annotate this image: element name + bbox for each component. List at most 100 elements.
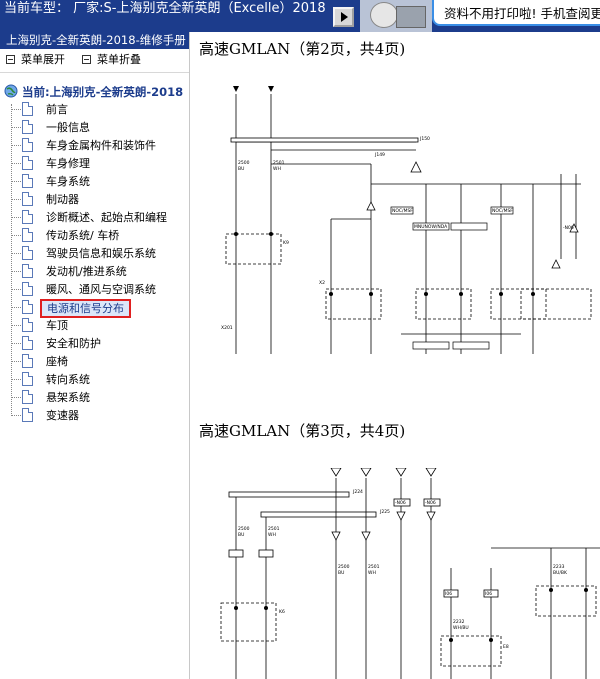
document-icon	[22, 174, 33, 188]
tree-item-label: 制动器	[46, 193, 79, 206]
tree-item-transmission[interactable]: 变速器	[0, 407, 189, 425]
module-label: K6	[279, 609, 285, 615]
tree-item-label: 暖风、通风与空调系统	[46, 283, 156, 296]
connector-label: -N06	[395, 500, 406, 506]
wire-label: 2500	[238, 160, 250, 166]
tree-item-body-metal-trim[interactable]: 车身金属构件和装饰件	[0, 137, 189, 155]
document-icon	[22, 408, 33, 422]
connector-label: I06	[485, 591, 492, 597]
wire-color-label: BU	[338, 570, 344, 576]
splice-label: J150	[419, 136, 430, 142]
connector-label: -N06	[563, 225, 574, 231]
document-icon	[22, 390, 33, 404]
expand-icon	[6, 55, 15, 64]
splice-label: J149	[374, 152, 385, 158]
document-icon	[22, 246, 33, 260]
tree-item-label: 安全和防护	[46, 337, 101, 350]
tree-item-safety-security[interactable]: 安全和防护	[0, 335, 189, 353]
wire-color-label: WH	[273, 166, 281, 172]
tree-item-label: 发动机/推进系统	[46, 265, 127, 278]
document-icon	[22, 336, 33, 350]
tree-root-label: 当前:上海别克-全新英朗-2018	[22, 85, 184, 99]
document-icon	[22, 210, 33, 224]
current-vehicle-label: 当前车型： 厂家:S-上海别克全新英朗（Excelle）2018	[4, 1, 326, 16]
document-icon	[22, 300, 33, 314]
tree-item-suspension[interactable]: 悬架系统	[0, 389, 189, 407]
tree-item-power-signal-distribution[interactable]: 电源和信号分布	[0, 299, 189, 318]
module-label: K9	[283, 240, 289, 246]
tree-item-label: 一般信息	[46, 121, 90, 134]
connector-label: X201	[221, 325, 233, 331]
tree-item-diagnostics[interactable]: 诊断概述、起始点和编程	[0, 209, 189, 227]
collapse-all-label: 菜单折叠	[97, 53, 141, 66]
expand-all-label: 菜单展开	[21, 53, 65, 66]
tree-item-body-repair[interactable]: 车身修理	[0, 155, 189, 173]
banner-printer-icon	[396, 6, 426, 28]
tree-item-label: 电源和信号分布	[40, 299, 131, 318]
promo-banner[interactable]: 资料不用打印啦! 手机查阅更方便	[432, 0, 600, 26]
wire-color-label: WH	[368, 570, 376, 576]
expand-all-button[interactable]: 菜单展开	[6, 53, 65, 67]
collapse-all-button[interactable]: 菜单折叠	[82, 53, 141, 67]
document-icon	[22, 120, 33, 134]
go-button[interactable]	[333, 7, 354, 27]
tree-item-label: 车身修理	[46, 157, 90, 170]
tree-item-roof[interactable]: 车顶	[0, 317, 189, 335]
sidebar-divider	[0, 72, 189, 73]
tree-item-engine-propulsion[interactable]: 发动机/推进系统	[0, 263, 189, 281]
tree-item-preface[interactable]: 前言	[0, 101, 189, 119]
wire-color-label: BU/BK	[553, 570, 568, 576]
connector-label: NOC/MSF	[492, 208, 513, 214]
wire-label: 2233	[553, 564, 565, 570]
tree-item-label: 悬架系统	[46, 391, 90, 404]
document-icon	[22, 318, 33, 332]
tree-item-label: 转向系统	[46, 373, 90, 386]
module-label: E8	[503, 644, 509, 650]
wire-label: 2232	[453, 619, 465, 625]
page-heading-2-of-4: 高速GMLAN（第2页，共4页)	[199, 40, 406, 58]
tree-item-steering[interactable]: 转向系统	[0, 371, 189, 389]
tree-item-seats[interactable]: 座椅	[0, 353, 189, 371]
manual-title: 上海别克-全新英朗-2018-维修手册	[0, 32, 189, 49]
document-icon	[22, 264, 33, 278]
document-icon	[22, 228, 33, 242]
document-icon	[22, 282, 33, 296]
tree-item-label: 变速器	[46, 409, 79, 422]
tree-item-label: 前言	[46, 103, 68, 116]
wire-label: 2501	[268, 526, 280, 532]
tree-item-label: 驾驶员信息和娱乐系统	[46, 247, 156, 260]
wire-label: 2500	[238, 526, 250, 532]
document-icon	[22, 102, 33, 116]
tree-item-label: 座椅	[46, 355, 68, 368]
tree-item-brakes[interactable]: 制动器	[0, 191, 189, 209]
wire-label: 2501	[368, 564, 380, 570]
tree-item-label: 传动系统/ 车桥	[46, 229, 120, 242]
tree-item-general-info[interactable]: 一般信息	[0, 119, 189, 137]
tree-item-label: 车顶	[46, 319, 68, 332]
connector-label: -N06	[425, 500, 436, 506]
document-icon	[22, 354, 33, 368]
document-icon	[22, 138, 33, 152]
tree-item-label: 诊断概述、起始点和编程	[46, 211, 167, 224]
tree-item-label: 车身金属构件和装饰件	[46, 139, 156, 152]
wiring-diagram-page-2: 2500 BU 2501 WH J150 J149 NOC/MSF MNUNOW…	[221, 86, 592, 354]
document-icon	[22, 372, 33, 386]
tree-item-driveline-axle[interactable]: 传动系统/ 车桥	[0, 227, 189, 245]
wire-color-label: WH/BU	[453, 625, 469, 631]
tree-guide-line	[11, 104, 12, 416]
tree-item-hvac[interactable]: 暖风、通风与空调系统	[0, 281, 189, 299]
wire-label: 2501	[273, 160, 285, 166]
document-icon	[22, 156, 33, 170]
tree-item-body-systems[interactable]: 车身系统	[0, 173, 189, 191]
globe-icon	[4, 84, 18, 98]
sidebar: 上海别克-全新英朗-2018-维修手册 菜单展开 菜单折叠 当前:上海别克-全新…	[0, 32, 190, 679]
content-pane: 高速GMLAN（第2页，共4页)	[191, 32, 600, 679]
wire-color-label: BU	[238, 166, 244, 172]
wire-color-label: WH	[268, 532, 276, 538]
top-bar: 当前车型： 厂家:S-上海别克全新英朗（Excelle）2018 资料不用打印啦…	[0, 0, 600, 32]
connector-label: MNUNOW/NDA	[414, 224, 448, 230]
connector-label: X2	[319, 280, 325, 286]
tree-item-label: 车身系统	[46, 175, 90, 188]
collapse-icon	[82, 55, 91, 64]
tree-item-driver-info-entertainment[interactable]: 驾驶员信息和娱乐系统	[0, 245, 189, 263]
